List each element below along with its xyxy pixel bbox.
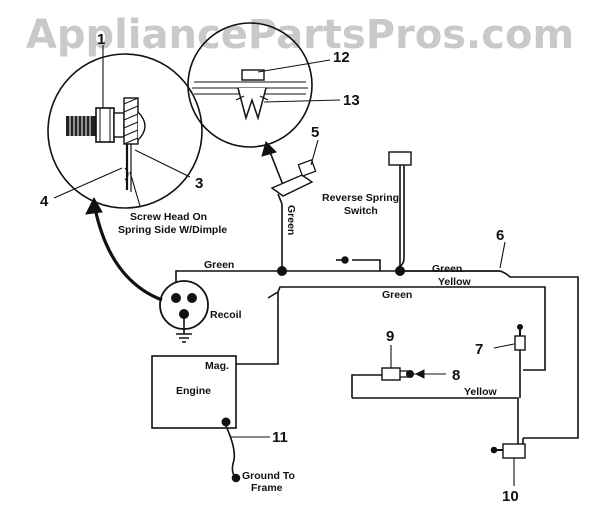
engine-box: [151, 355, 237, 429]
callout-4: 4: [40, 193, 49, 210]
reverse-switch-label-line2: Switch: [344, 205, 378, 217]
clip-prong-icon: [237, 87, 267, 121]
connector-icon: [341, 256, 349, 264]
engine-label: Engine: [176, 385, 211, 397]
green-vertical-label: Green: [285, 205, 297, 235]
callout-7: 7: [475, 341, 483, 358]
ground-label-line2: Frame: [251, 482, 283, 494]
component-9-switch: [381, 367, 414, 381]
outer-wire-loop: [400, 270, 579, 439]
callout-12: 12: [333, 49, 350, 66]
callout-5: 5: [311, 124, 319, 141]
yellow-label-bottom: Yellow: [464, 386, 498, 398]
watermark-text: AppliancePartsPros.com: [26, 12, 574, 58]
clip-head-icon: [241, 69, 265, 81]
component-10-switch: [490, 425, 526, 459]
mag-label: Mag.: [205, 360, 229, 372]
recoil-switch: [159, 280, 209, 343]
screw-head-label-line1: Screw Head On: [130, 211, 207, 223]
component-7-switch: [514, 324, 526, 351]
ground-symbol-icon: [176, 333, 192, 343]
callout-11: 11: [272, 429, 288, 446]
junction-dot-left: [277, 266, 287, 276]
nut-icon: [95, 107, 115, 143]
callout-3: 3: [195, 175, 203, 192]
reverse-switch-label-line1: Reverse Spring: [322, 192, 399, 204]
callout-8: 8: [452, 367, 460, 384]
callout-10: 10: [502, 488, 519, 505]
yellow-label-top: Yellow: [438, 276, 472, 288]
recoil-label: Recoil: [210, 309, 242, 321]
ground-terminal-icon: [231, 473, 241, 483]
ground-label-line1: Ground To: [242, 470, 295, 482]
green-label-top-left: Green: [204, 259, 234, 271]
screw-detail-circle: [47, 53, 203, 209]
green-label-mid: Green: [382, 289, 412, 301]
top-connector-icon: [388, 151, 412, 166]
clip-detail-circle: [187, 22, 313, 148]
spring-plate-icon: [123, 97, 139, 145]
reverse-spring-switch: [270, 159, 317, 205]
callout-13: 13: [343, 92, 360, 109]
green-label-top-right: Green: [432, 263, 462, 275]
ground-wire: [225, 425, 237, 479]
screw-head-label-line2: Spring Side W/Dimple: [118, 224, 227, 236]
callout-1: 1: [97, 31, 105, 48]
callout-6: 6: [496, 227, 504, 244]
green-mid-wire: [267, 286, 546, 371]
callout-9: 9: [386, 328, 394, 345]
